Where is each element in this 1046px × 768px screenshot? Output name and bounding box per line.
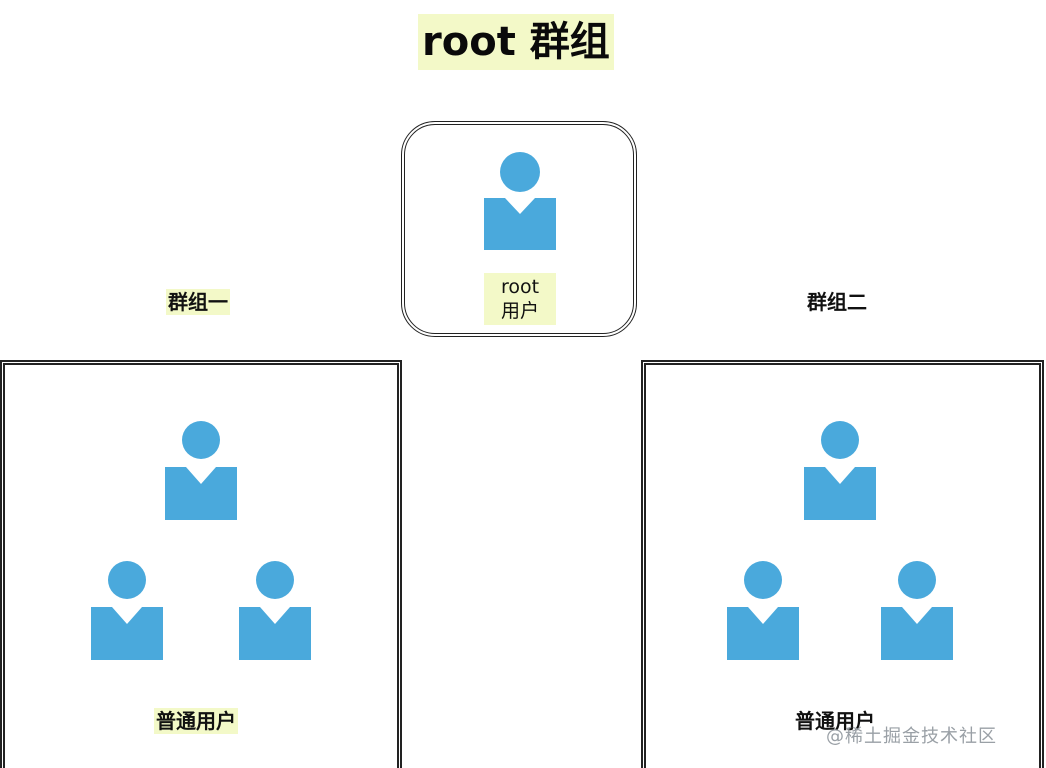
diagram-title: root 群组 (418, 14, 614, 70)
root-user-label: root 用户 (484, 273, 556, 325)
user-icon (726, 560, 800, 660)
group-two-members-label: 普通用户 (795, 709, 875, 733)
user-icon (803, 420, 877, 520)
user-icon (90, 560, 164, 660)
group-one-label: 群组一 (166, 289, 230, 315)
user-icon (164, 420, 238, 520)
group-one-box (0, 360, 402, 768)
user-icon (238, 560, 312, 660)
watermark: @稀土掘金技术社区 (826, 726, 997, 747)
group-two-box (641, 360, 1044, 768)
group-one-members-label: 普通用户 (154, 708, 238, 734)
root-user-label-line1: root (500, 276, 540, 298)
root-user-label-line2: 用户 (500, 300, 539, 322)
group-two-label: 群组二 (807, 290, 867, 314)
root-user-box (401, 121, 637, 337)
root-user-icon (483, 150, 557, 250)
user-icon (880, 560, 954, 660)
